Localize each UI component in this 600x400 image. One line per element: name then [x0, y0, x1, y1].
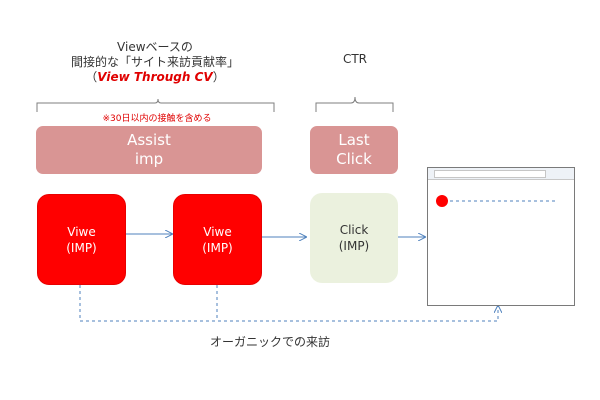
window-note: ※30日以内の接触を含める	[102, 114, 212, 124]
ctr-label: CTR	[342, 52, 368, 66]
node-2-line1: Viwe	[203, 224, 232, 239]
viewthrough-line1: Viewベースの	[117, 40, 193, 54]
assist-line2: imp	[134, 150, 164, 168]
view-through-cv-label: View Through CV	[97, 70, 213, 84]
viewthrough-line3: （View Through CV）	[40, 70, 270, 85]
viewthrough-heading: Viewベースの 間接的な「サイト来訪貢献率」 （View Through CV…	[40, 40, 270, 85]
paren-close: ）	[212, 70, 225, 84]
visit-marker-icon	[436, 195, 448, 207]
right-brace	[315, 96, 394, 112]
view-imp-node-2: Viwe (IMP)	[173, 194, 262, 285]
node-3-line1: Click	[339, 223, 369, 237]
organic-visit-label: オーガニックでの来訪	[209, 335, 330, 349]
browser-dashed-line	[450, 200, 558, 202]
node-2-line2: (IMP)	[202, 240, 233, 255]
browser-window	[427, 167, 575, 306]
viewthrough-line2: 間接的な「サイト来訪貢献率」	[70, 55, 239, 69]
view-imp-node-1: Viwe (IMP)	[37, 194, 126, 285]
last-click-banner: Last Click	[310, 126, 398, 174]
browser-toolbar	[428, 168, 574, 180]
paren-open: （	[85, 70, 98, 84]
assist-imp-banner: Assist imp	[36, 126, 262, 174]
organic-dashed-path	[79, 285, 498, 322]
assist-line1: Assist	[127, 131, 171, 149]
last-line1: Last	[338, 131, 370, 149]
click-imp-node: Click (IMP)	[310, 193, 398, 283]
last-line2: Click	[336, 150, 372, 168]
node-1-line2: (IMP)	[66, 240, 97, 255]
browser-address-bar	[434, 170, 546, 178]
node-1-line1: Viwe	[67, 224, 96, 239]
left-brace	[36, 98, 275, 112]
node-3-line2: (IMP)	[338, 239, 370, 253]
